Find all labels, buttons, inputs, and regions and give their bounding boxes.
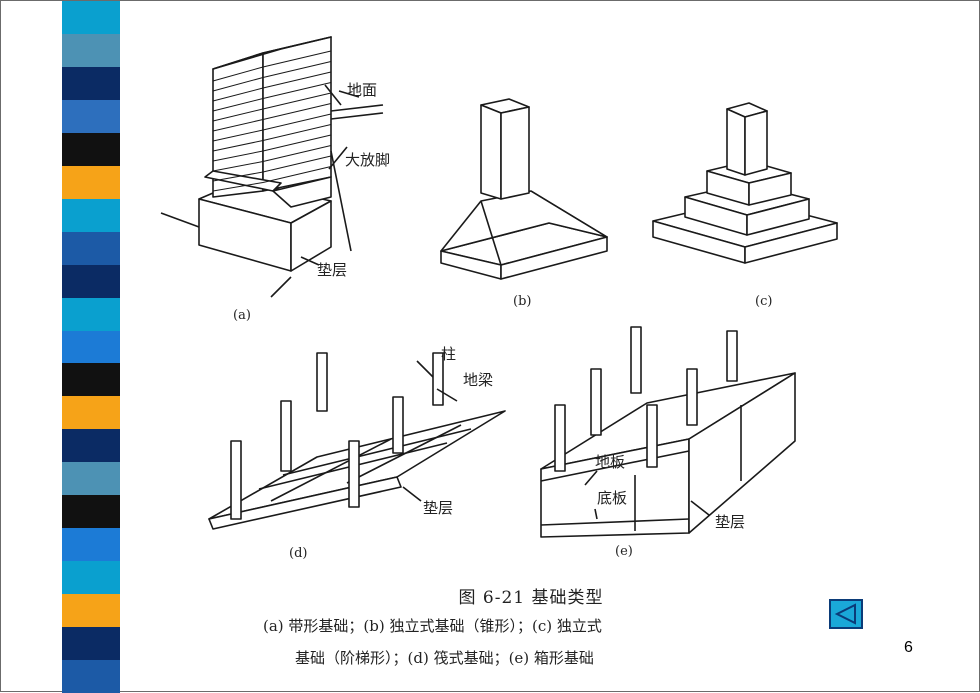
- brick-course-line: [212, 119, 264, 132]
- brick-course-line: [262, 92, 332, 110]
- stripe-segment: [62, 660, 120, 693]
- brick-course-line: [212, 98, 264, 112]
- box-foundation-drawing: [540, 326, 796, 538]
- label-a-ground: 地面: [347, 81, 377, 99]
- brick-course-line: [262, 103, 332, 120]
- brick-course-line: [262, 155, 332, 173]
- brick-course-line: [212, 161, 264, 172]
- stripe-segment: [62, 330, 120, 365]
- stripe-segment: [62, 1, 120, 35]
- label-e-cushion: 垫层: [715, 513, 745, 531]
- brick-course-line: [262, 134, 332, 152]
- label-e-tag: (e): [615, 544, 633, 559]
- label-d-beam: 地梁: [463, 371, 493, 389]
- label-e-top-slab: 地板: [595, 453, 625, 471]
- stripe-segment: [62, 66, 120, 101]
- label-a-tag: (a): [233, 308, 251, 323]
- decorative-stripe-bar: [62, 1, 120, 693]
- stripe-segment: [62, 594, 120, 629]
- column-post: [432, 352, 444, 406]
- column-post: [348, 440, 360, 508]
- column-post: [646, 404, 658, 468]
- column-post: [590, 368, 602, 436]
- column-post: [686, 368, 698, 426]
- brick-course-line: [262, 113, 332, 131]
- label-b-tag: (b): [513, 294, 531, 309]
- brick-course-line: [212, 129, 264, 142]
- tapered-footing-drawing: [440, 98, 608, 280]
- brick-course-line: [212, 87, 264, 102]
- stripe-segment: [62, 462, 120, 497]
- stripe-segment: [62, 198, 120, 233]
- column-post: [316, 352, 328, 412]
- column-post: [392, 396, 404, 454]
- stripe-segment: [62, 99, 120, 134]
- stripe-segment: [62, 495, 120, 530]
- brick-course-line: [212, 150, 264, 162]
- brick-course-line: [262, 145, 332, 162]
- brick-course-line: [212, 140, 264, 152]
- stripe-segment: [62, 132, 120, 167]
- stripe-segment: [62, 165, 120, 200]
- brick-course-line: [262, 82, 332, 99]
- stripe-segment: [62, 627, 120, 662]
- label-c-tag: (c): [755, 294, 772, 309]
- strip-foundation-drawing: [160, 36, 384, 298]
- brick-course-line: [212, 108, 264, 122]
- foundation-types-figure: 地面 大放脚 垫层 (a) (b) (c) 柱 地梁 垫层 (d) 地板 底板 …: [160, 36, 838, 561]
- stripe-segment: [62, 396, 120, 431]
- brick-course-line: [212, 66, 264, 82]
- label-d-tag: (d): [289, 546, 307, 561]
- label-e-bottom-slab: 底板: [597, 489, 627, 507]
- brick-course-line: [212, 182, 264, 192]
- stripe-segment: [62, 429, 120, 464]
- back-button[interactable]: [829, 599, 863, 629]
- label-d-column: 柱: [441, 345, 456, 363]
- stripe-segment: [62, 561, 120, 596]
- brick-course-line: [262, 166, 332, 183]
- figure-caption-line-2: 基础（阶梯形）；(d) 筏式基础；(e) 箱形基础: [295, 649, 594, 667]
- stepped-footing-drawing: [652, 102, 838, 264]
- stripe-segment: [62, 297, 120, 332]
- figure-caption-line-1: (a) 带形基础；(b) 独立式基础（锥形）；(c) 独立式: [263, 617, 602, 635]
- stripe-segment: [62, 264, 120, 299]
- column-post: [726, 330, 738, 382]
- brick-course-line: [212, 171, 264, 182]
- column-post: [280, 400, 292, 472]
- stripe-segment: [62, 528, 120, 563]
- brick-course-line: [212, 77, 264, 92]
- stripe-segment: [62, 363, 120, 398]
- brick-course-line: [262, 71, 332, 89]
- label-a-footing: 大放脚: [345, 151, 390, 169]
- label-d-cushion: 垫层: [423, 499, 453, 517]
- figure-caption-title: 图 6-21 基础类型: [458, 588, 604, 608]
- brick-course-line: [262, 124, 332, 141]
- brick-course-line: [262, 50, 332, 68]
- page-number: 6: [904, 639, 913, 656]
- brick-course-line: [262, 61, 332, 78]
- column-post: [230, 440, 242, 520]
- column-post: [630, 326, 642, 394]
- caption-block: 图 6-21 基础类型 (a) 带形基础；(b) 独立式基础（锥形）；(c) 独…: [151, 1, 911, 683]
- label-a-cushion: 垫层: [317, 261, 347, 279]
- stripe-segment: [62, 231, 120, 266]
- left-triangle-icon: [834, 603, 856, 625]
- column-post: [554, 404, 566, 472]
- raft-foundation-drawing: [208, 352, 506, 530]
- stripe-segment: [62, 33, 120, 68]
